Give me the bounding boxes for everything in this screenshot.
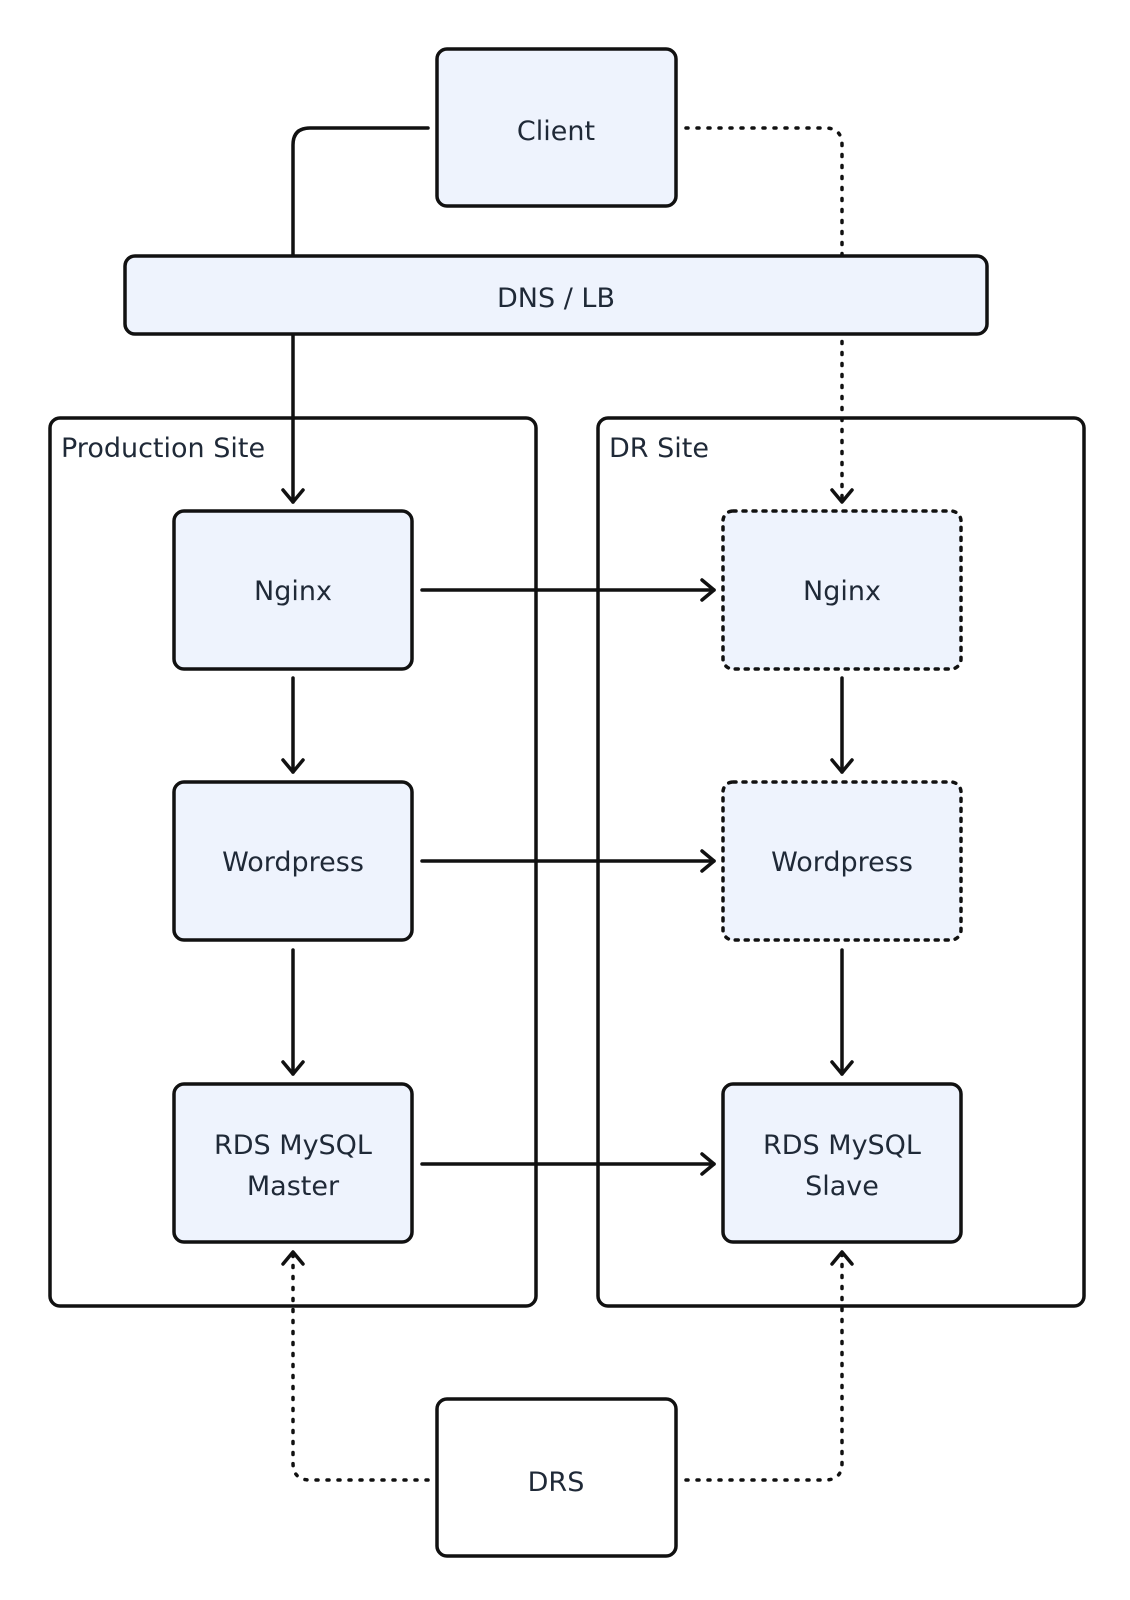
prod-nginx-label: Nginx — [254, 576, 332, 607]
prod-nginx-node[interactable]: Nginx — [172, 509, 414, 671]
dns-lb-node[interactable]: DNS / LB — [123, 254, 989, 336]
drs-node[interactable]: DRS — [435, 1397, 678, 1558]
dr-wordpress-node[interactable]: Wordpress — [721, 780, 963, 942]
prod-rds-label-line1: RDS MySQL — [214, 1130, 372, 1161]
prod-rds-label-line2: Master — [247, 1171, 340, 1202]
client-label: Client — [517, 116, 595, 147]
production-site-label: Production Site — [61, 433, 265, 464]
edge-client-to-dr-nginx — [684, 126, 854, 504]
prod-wordpress-node[interactable]: Wordpress — [172, 780, 414, 942]
edge-drs-to-dr-rds — [684, 1250, 854, 1482]
prod-rds-master-node[interactable]: RDS MySQL Master — [172, 1082, 414, 1244]
dr-rds-slave-node[interactable]: RDS MySQL Slave — [721, 1082, 963, 1244]
dr-nginx-node[interactable]: Nginx — [721, 509, 963, 671]
drs-label: DRS — [528, 1467, 585, 1498]
prod-wordpress-label: Wordpress — [222, 847, 364, 878]
dr-rds-label-line2: Slave — [805, 1171, 879, 1202]
dr-wordpress-label: Wordpress — [771, 847, 913, 878]
edge-drs-to-prod-rds — [281, 1250, 430, 1482]
client-node[interactable]: Client — [435, 47, 678, 208]
edge-client-to-prod-nginx — [281, 126, 430, 504]
dns-lb-label: DNS / LB — [497, 283, 615, 314]
dr-rds-label-line1: RDS MySQL — [763, 1130, 921, 1161]
dr-nginx-label: Nginx — [803, 576, 881, 607]
dr-site-label: DR Site — [609, 433, 709, 464]
